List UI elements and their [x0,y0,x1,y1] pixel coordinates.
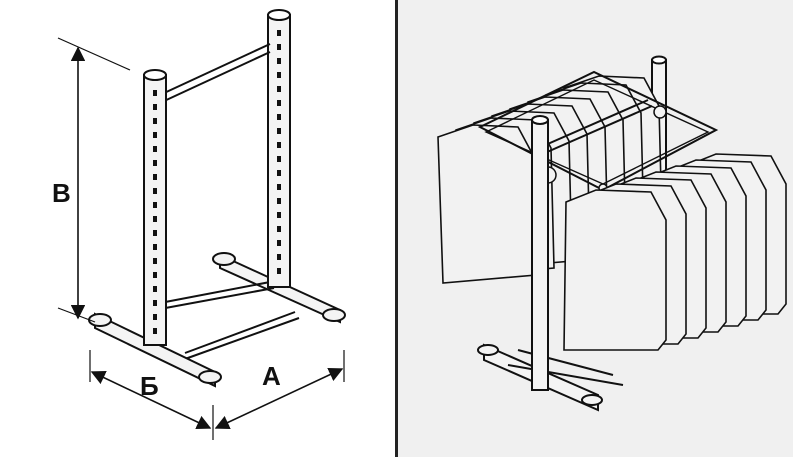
height-dimension: В [52,37,131,323]
rack-with-garments-panel [398,0,793,457]
upright-slot [277,212,281,218]
front-upright [531,115,549,391]
top-hanging-bar [161,43,271,103]
upright-slot [277,170,281,176]
upright-slot [277,184,281,190]
upright-slot [153,104,157,110]
upright-slot [153,272,157,278]
upright-slot [277,142,281,148]
upright-slot [277,268,281,274]
upright-slot [153,230,157,236]
rack-with-garments-drawing [437,55,787,412]
upright-slot [277,240,281,246]
dimension-diagram-panel: В Б А [0,0,396,457]
upright-slot [153,188,157,194]
upright-slot [277,114,281,120]
depth-dimension: Б [89,350,214,440]
upright-slot [153,160,157,166]
height-label: В [52,178,71,208]
upright-slot [277,86,281,92]
upright-slot [153,90,157,96]
width-label: А [262,361,281,391]
depth-label: Б [140,371,159,401]
rack-dimension-drawing: В Б А [52,9,346,440]
upright-slot [277,198,281,204]
upright-slot [277,44,281,50]
upright-slot [277,72,281,78]
upright-slot [277,156,281,162]
upright-slot [277,226,281,232]
upright-slot [277,100,281,106]
upright-slot [153,132,157,138]
upright-slot [277,254,281,260]
rack-base [477,343,624,412]
upright-slot [153,202,157,208]
rear-base-bar [212,252,346,324]
upright-slot [153,146,157,152]
rear-upright [267,9,291,288]
upright-slot [153,118,157,124]
width-dimension: А [214,350,345,430]
upright-slot [277,58,281,64]
upright-slot [153,174,157,180]
upright-slot [153,314,157,320]
panel-divider [395,0,398,457]
upright-slot [153,216,157,222]
upright-slot [153,300,157,306]
upright-slot [153,328,157,334]
upright-slot [153,244,157,250]
front-upright [143,69,167,346]
upright-slot [277,128,281,134]
front-garment-group [563,153,787,351]
front-garment [563,189,667,351]
upright-slot [153,286,157,292]
base-cross-tubes [159,281,300,360]
upright-slot [153,258,157,264]
upright-slot [277,30,281,36]
